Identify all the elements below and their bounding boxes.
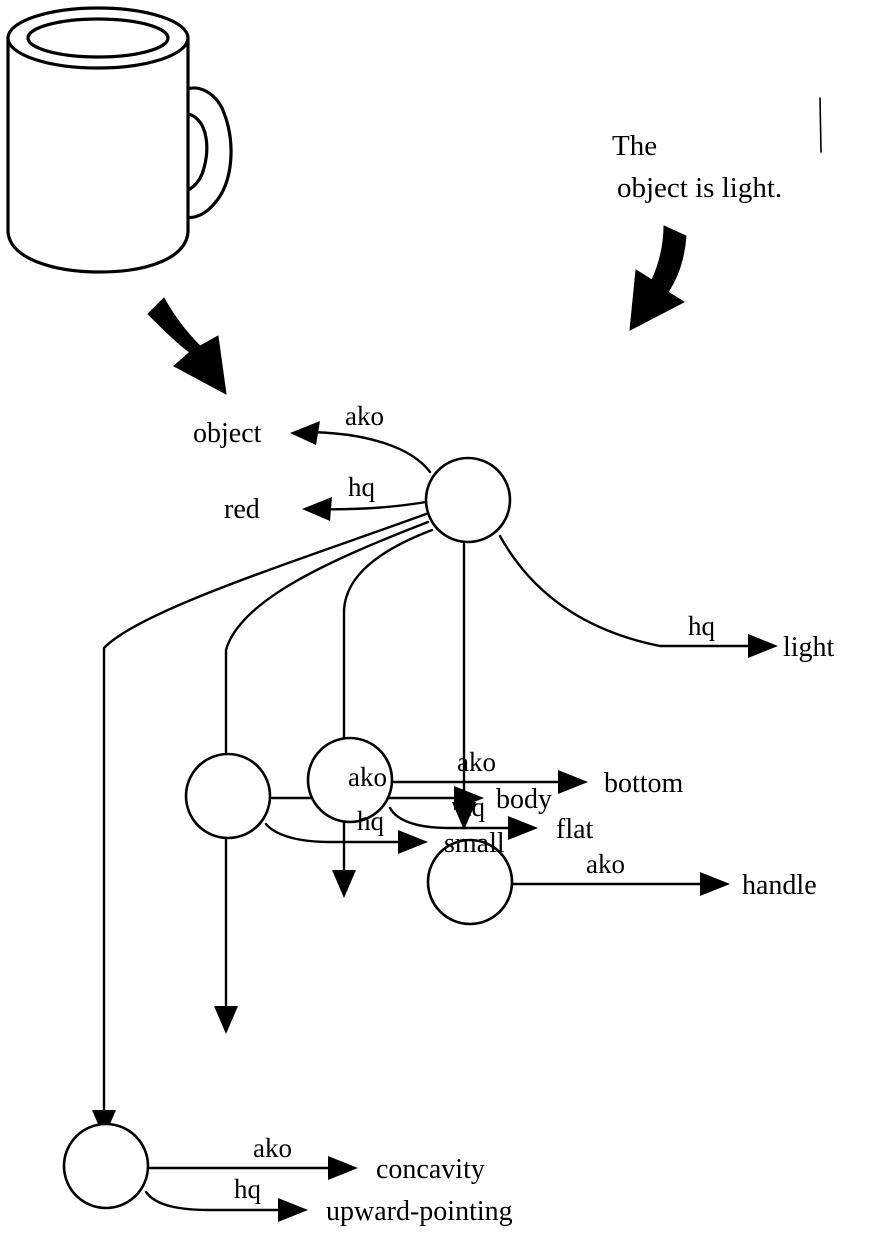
- edge-hq-upward-pointing: [144, 1190, 292, 1212]
- target-light: light: [783, 632, 835, 663]
- caption-line-2: object is light.: [617, 172, 782, 204]
- arrowhead: [290, 421, 320, 445]
- nodes: [62, 456, 514, 1210]
- target-body: body: [496, 784, 552, 815]
- arrowhead: [700, 872, 730, 896]
- input-arrow-left: [147, 297, 227, 395]
- edge-label-ako-body: ako: [348, 762, 387, 792]
- target-handle: handle: [742, 870, 817, 901]
- arrowhead: [328, 1156, 358, 1180]
- edge-hq-flat: [388, 806, 522, 830]
- scan-mark: [819, 97, 822, 153]
- node-concavity: [62, 1122, 150, 1210]
- edge-label-ako-handle: ako: [586, 849, 625, 879]
- edge-part-body: [224, 520, 430, 1018]
- input-arrow-right: [629, 225, 687, 331]
- edge-label-hq-upward-pointing: hq: [234, 1174, 262, 1204]
- edge-hq-light: [498, 534, 762, 648]
- target-object: object: [193, 418, 262, 449]
- mug-body-shape: [6, 36, 190, 274]
- node-body: [184, 752, 272, 840]
- target-small: small: [444, 828, 505, 859]
- edge-label-hq-small: hq: [357, 806, 385, 836]
- caption: The object is light.: [612, 130, 782, 204]
- target-upward-pointing: upward-pointing: [326, 1196, 513, 1227]
- arrowhead: [508, 816, 538, 840]
- edge-part-bottom: [342, 528, 434, 882]
- mug-rim-inner: [26, 17, 170, 59]
- arrowhead: [398, 830, 428, 854]
- target-concavity: concavity: [376, 1154, 485, 1185]
- arrowhead: [332, 870, 356, 898]
- arrowhead: [454, 786, 484, 810]
- edge-part-concavity: [102, 512, 428, 1122]
- edges: [92, 421, 778, 1222]
- arrowhead: [748, 634, 778, 658]
- arrowhead: [452, 802, 476, 830]
- labels: ako object hq red hq light ako handle ak…: [193, 401, 835, 1227]
- caption-line-1: The: [612, 130, 657, 162]
- edge-label-hq-red: hq: [348, 472, 376, 502]
- edge-hq-small: [264, 822, 412, 844]
- arrowhead: [302, 497, 332, 521]
- arrowhead: [278, 1198, 308, 1222]
- arrowhead: [558, 770, 588, 794]
- target-red: red: [224, 494, 260, 525]
- edge-ako-object: [300, 430, 432, 474]
- node-object-root: [424, 456, 512, 544]
- mug-icon: [6, 6, 233, 274]
- node-bottom: [306, 736, 394, 824]
- edge-label-ako-bottom: ako: [457, 747, 496, 777]
- target-bottom: bottom: [604, 768, 684, 799]
- arrowhead: [214, 1006, 238, 1034]
- edge-label-ako-object: ako: [345, 401, 384, 431]
- edge-label-hq-flat: hq: [458, 792, 486, 822]
- edge-label-hq-light: hq: [688, 611, 716, 641]
- target-flat: flat: [556, 814, 594, 845]
- node-handle: [426, 838, 514, 926]
- edge-label-ako-concavity: ako: [253, 1133, 292, 1163]
